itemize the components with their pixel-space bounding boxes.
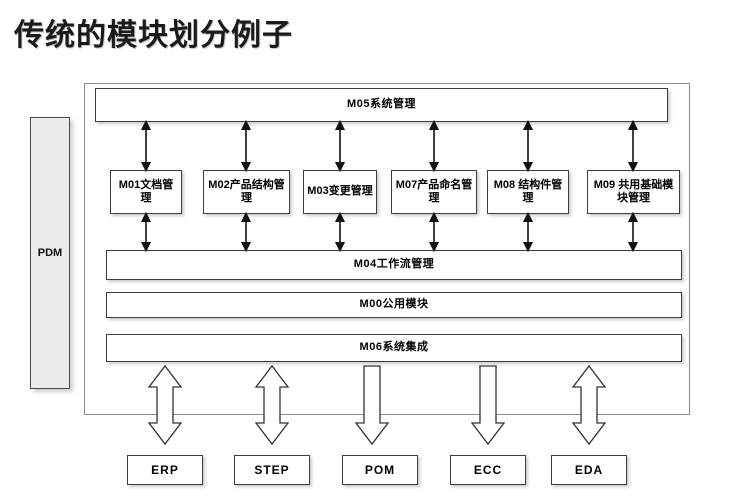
node-m07-product-naming-management: M07产品命名管理	[391, 170, 477, 214]
node-m00-common-module: M00公用模块	[106, 292, 682, 318]
node-m03-change-management: M03变更管理	[303, 170, 377, 214]
node-external-erp: ERP	[127, 455, 203, 485]
page-title: 传统的模块划分例子	[14, 19, 293, 52]
node-external-eda: EDA	[551, 455, 627, 485]
node-external-step: STEP	[234, 455, 310, 485]
node-m05-system-management: M05系统管理	[95, 88, 668, 122]
node-m06-system-integration: M06系统集成	[106, 334, 682, 362]
pdm-side-label-box: PDM	[30, 117, 70, 389]
node-m01-document-management: M01文档管理	[110, 170, 182, 214]
pdm-label: PDM	[37, 247, 63, 259]
node-m02-product-structure-management: M02产品结构管理	[203, 170, 290, 214]
node-m09-shared-base-module-management: M09 共用基础模块管理	[587, 170, 680, 214]
node-external-pom: POM	[342, 455, 418, 485]
system-boundary-frame	[84, 83, 690, 415]
node-m04-workflow-management: M04工作流管理	[106, 250, 682, 280]
node-external-ecc: ECC	[450, 455, 526, 485]
node-m08-structural-part-management: M08 结构件管理	[487, 170, 569, 214]
